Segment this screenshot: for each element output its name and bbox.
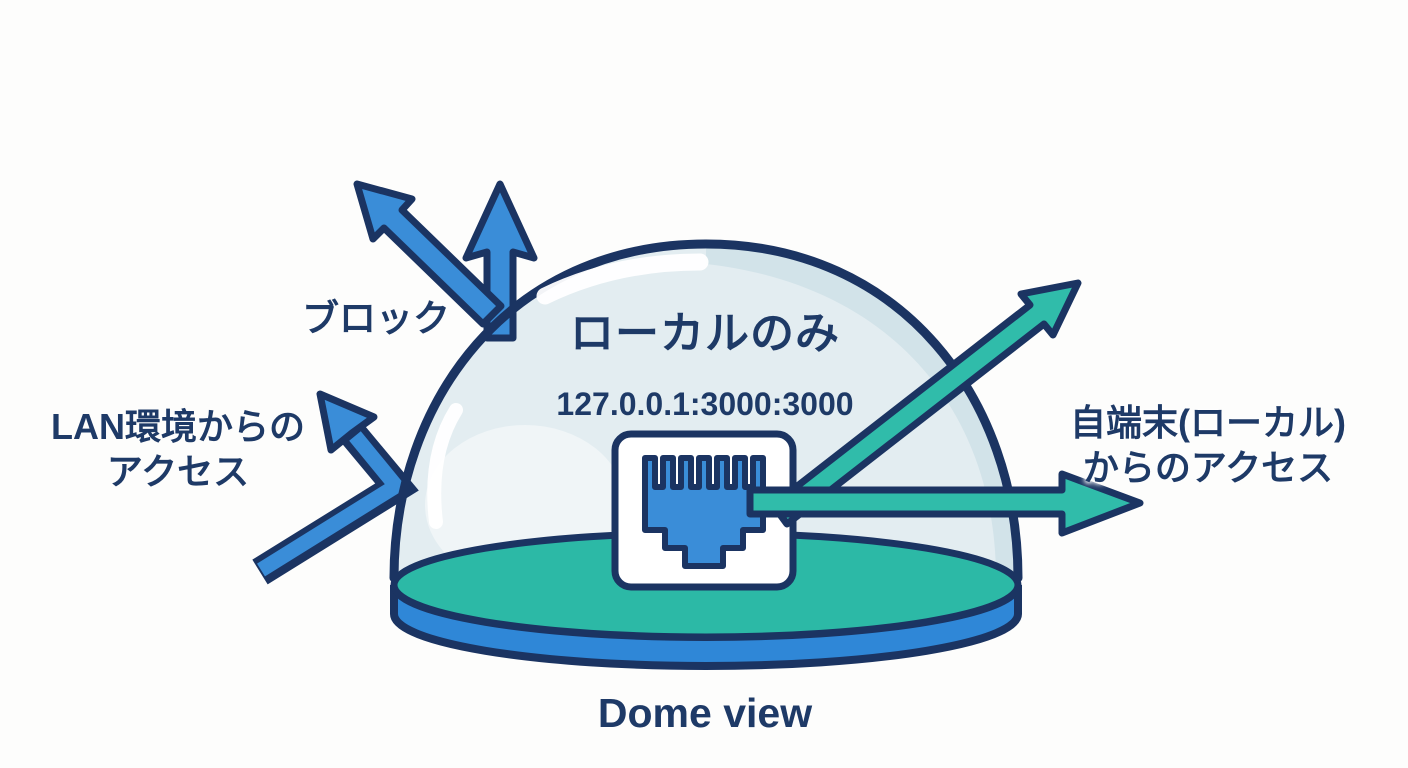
dome-title: ローカルのみ [570, 309, 840, 358]
dome-highlight-top-icon [536, 253, 709, 305]
lan-arrow-head-icon [316, 390, 378, 454]
ethernet-port-icon [642, 455, 766, 569]
block-label: ブロック [302, 298, 450, 339]
lan-access-label: LAN環境からの アクセス [51, 406, 305, 492]
diagram-caption: Dome view [597, 690, 813, 736]
dome-highlight-left-icon [427, 403, 463, 529]
blocked-arrow-up-icon [462, 180, 538, 342]
dome-outline [389, 239, 1023, 583]
dome-shade [706, 244, 1018, 578]
local-access-label: 自端末(ローカル) からのアクセス [1070, 402, 1346, 488]
blocked-arrow-diagonal-icon [353, 180, 505, 328]
dome-address: 127.0.0.1:3000:3000 [556, 386, 854, 422]
lan-arrow-shaft [257, 431, 408, 577]
local-arrow-horizontal-icon [746, 470, 1144, 537]
